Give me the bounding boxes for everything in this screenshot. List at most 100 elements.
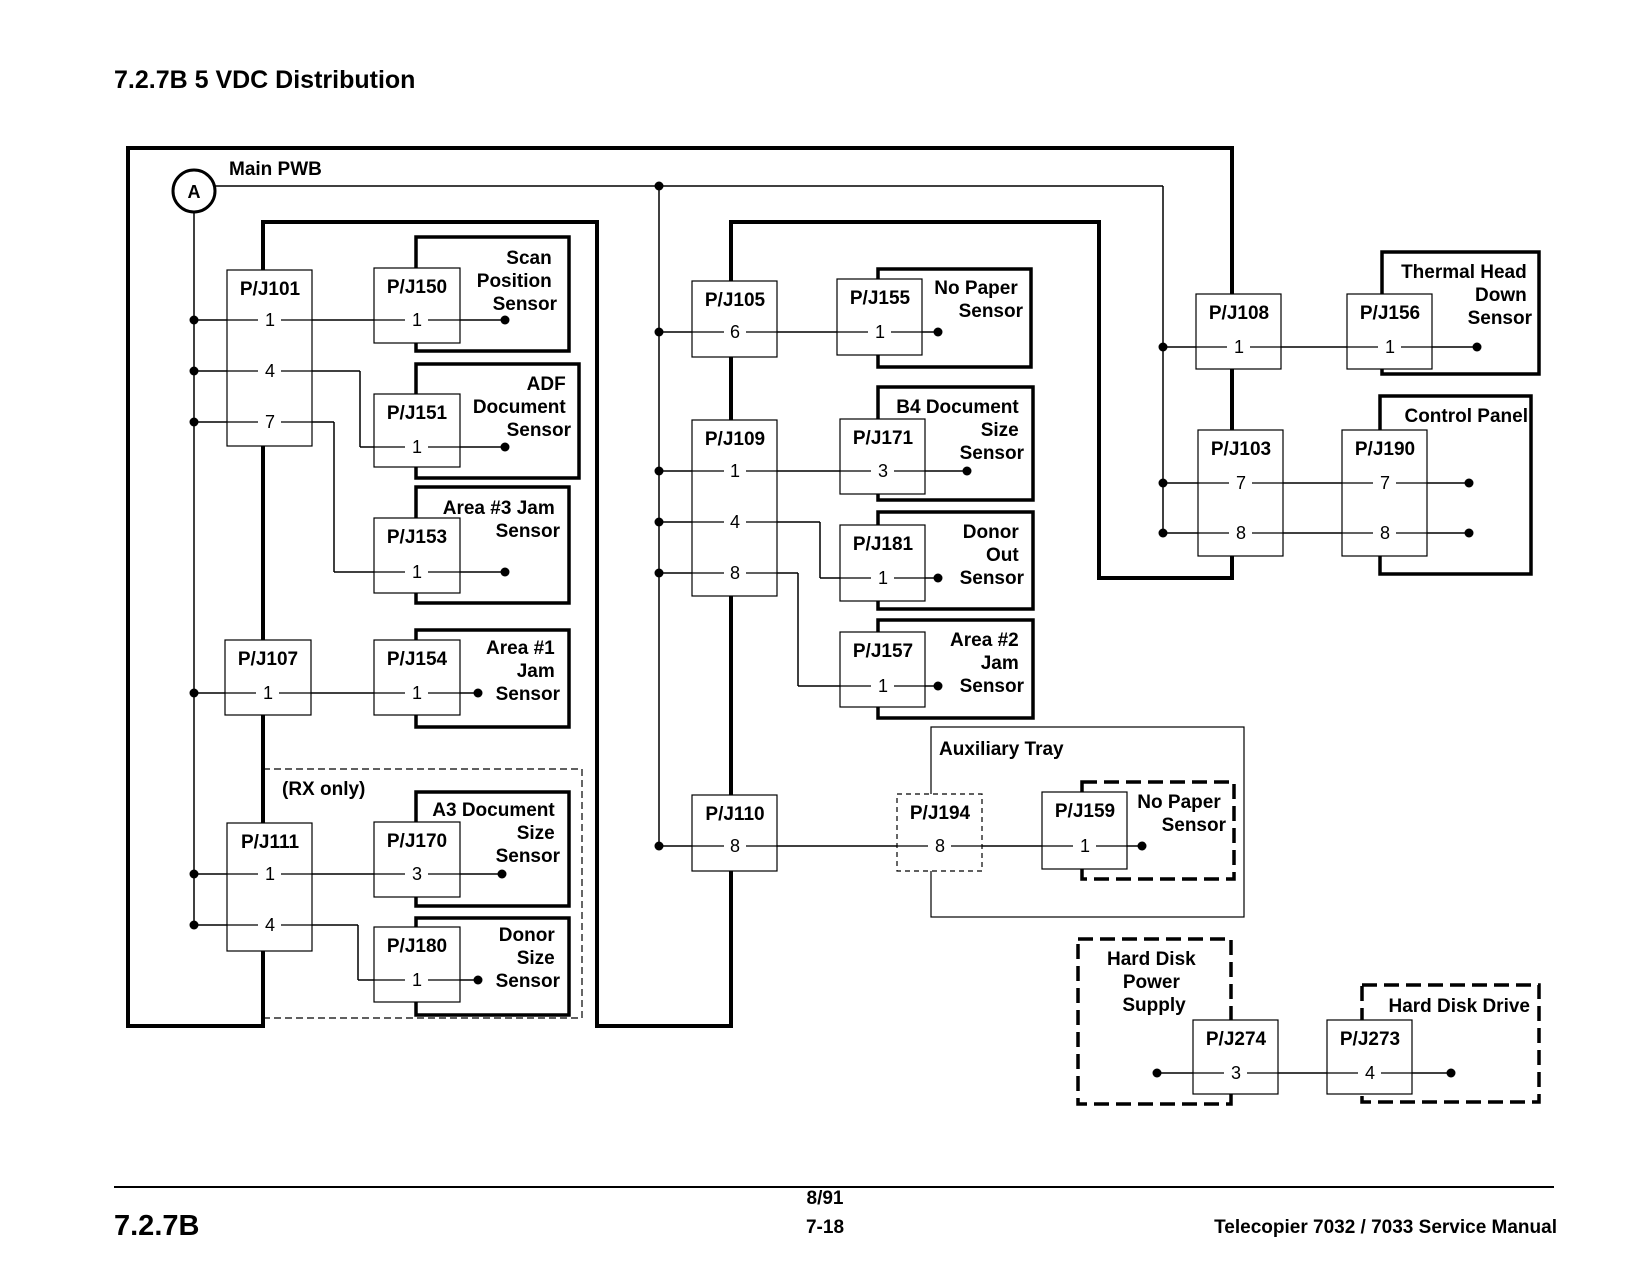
pj109-box [691, 419, 778, 597]
pj111-label: P/J111 [241, 832, 300, 853]
pin-number: 7 [1380, 473, 1390, 493]
pj111-box [226, 822, 313, 952]
pj156-label: P/J156 [1360, 303, 1420, 324]
pj108-box [1195, 293, 1282, 370]
thermal-head-down-sensor-label: Thermal Head Down Sensor [1401, 262, 1533, 329]
junction-dots [189, 181, 1482, 1078]
pin-number: 8 [730, 836, 740, 856]
pj101-box [226, 269, 313, 447]
pj107-box [224, 639, 312, 716]
pin-number: 3 [878, 461, 888, 481]
scan-position-sensor-label: Scan Position Sensor [477, 248, 558, 315]
a3-document-size-sensor-label: A3 Document Size Sensor [432, 800, 560, 867]
pj109-label: P/J109 [705, 429, 765, 450]
pin-number: 1 [412, 683, 422, 703]
pin-number: 1 [412, 437, 422, 457]
pin-number: 8 [1380, 523, 1390, 543]
pj150-label: P/J150 [387, 277, 447, 298]
pj274-label: P/J274 [1206, 1029, 1267, 1050]
pj151-box [373, 393, 461, 468]
pj273-label: P/J273 [1340, 1029, 1400, 1050]
pin-number: 1 [265, 310, 275, 330]
pin-number: 1 [1234, 337, 1244, 357]
footer-section-number: 7.2.7B [114, 1210, 200, 1242]
pj159-label: P/J159 [1055, 801, 1115, 822]
pj159-box [1041, 791, 1128, 870]
control-panel-label: Control Panel [1404, 406, 1528, 427]
pj194-label: P/J194 [910, 803, 971, 824]
pj105-label: P/J105 [705, 290, 766, 311]
pj170-box [373, 821, 461, 898]
pin-number: 4 [1365, 1063, 1375, 1083]
pin-number: 1 [263, 683, 273, 703]
node-a-label: A [188, 182, 201, 202]
pj103-box [1197, 429, 1284, 557]
pj180-box [373, 926, 461, 1003]
pj108-label: P/J108 [1209, 303, 1269, 324]
pj181-label: P/J181 [853, 534, 914, 555]
pj151-label: P/J151 [387, 403, 448, 424]
hard-disk-drive-label: Hard Disk Drive [1388, 996, 1530, 1017]
pin-number: 7 [265, 412, 275, 432]
pj156-box [1346, 293, 1433, 370]
pj181-box [839, 524, 926, 602]
pin-number: 6 [730, 322, 740, 342]
pj110-label: P/J110 [705, 804, 764, 825]
area2-jam-sensor-label: Area #2 Jam Sensor [950, 630, 1025, 697]
pin-number: 1 [875, 322, 885, 342]
pin-number: 1 [412, 562, 422, 582]
pin-number: 1 [265, 864, 275, 884]
main-pwb-label: Main PWB [229, 159, 322, 180]
donor-out-sensor-label: Donor Out Sensor [960, 522, 1025, 589]
pin-number: 8 [1236, 523, 1246, 543]
pj155-label: P/J155 [850, 288, 911, 309]
pj180-label: P/J180 [387, 936, 447, 957]
pin-number: 1 [878, 568, 888, 588]
pj157-label: P/J157 [853, 641, 913, 662]
pj150-box [373, 267, 461, 344]
pin-number: 7 [1236, 473, 1246, 493]
pin-number: 1 [878, 676, 888, 696]
pj107-label: P/J107 [238, 649, 298, 670]
pin-number: 1 [1385, 337, 1395, 357]
pj153-label: P/J153 [387, 527, 447, 548]
pin-number: 4 [730, 512, 740, 532]
pj155-box [836, 278, 923, 356]
pj153-box [373, 517, 461, 594]
footer-page-number: 7-18 [805, 1217, 845, 1238]
pj101-label: P/J101 [240, 279, 301, 300]
pj105-box [691, 280, 778, 358]
node-a-circle [171, 168, 217, 214]
wiring-diagram: A Main PWB (RX only) Auxiliary Tray Cont… [126, 146, 1541, 1106]
pj170-label: P/J170 [387, 831, 447, 852]
pj157-box [839, 631, 926, 708]
pj190-box [1341, 429, 1428, 557]
pj110-box [691, 794, 778, 872]
area1-jam-sensor-label: Area #1 Jam Sensor [486, 638, 561, 705]
pin-number: 3 [1231, 1063, 1241, 1083]
pj190-label: P/J190 [1355, 439, 1415, 460]
pj171-label: P/J171 [853, 428, 914, 449]
donor-size-sensor-label: Donor Size Sensor [496, 925, 561, 992]
area3-jam-sensor-label: Area #3 Jam Sensor [443, 498, 561, 542]
hard-disk-power-supply-box [1076, 937, 1233, 1106]
pin-number: 1 [1080, 836, 1090, 856]
footer-date: 8/91 [806, 1188, 844, 1209]
footer-manual-title: Telecopier 7032 / 7033 Service Manual [1214, 1217, 1557, 1238]
pin-number: 8 [730, 563, 740, 583]
hard-disk-power-supply-label: Hard Disk Power Supply [1107, 949, 1201, 1016]
adf-document-sensor-label: ADF Document Sensor [473, 374, 572, 441]
pj274-box [1192, 1019, 1279, 1095]
pj171-box [839, 418, 926, 495]
pin-number: 1 [412, 310, 422, 330]
rx-only-label: (RX only) [282, 779, 365, 800]
b4-document-size-sensor-label: B4 Document Size Sensor [896, 397, 1024, 464]
footer-divider [114, 1186, 1554, 1188]
pj194-box [896, 793, 983, 872]
pin-number: 4 [265, 915, 275, 935]
pin-number: 4 [265, 361, 275, 381]
pj154-label: P/J154 [387, 649, 448, 670]
pin-number: 3 [412, 864, 422, 884]
tray-no-paper-sensor-label: No Paper Sensor [1137, 792, 1226, 836]
pj154-box [373, 639, 461, 716]
